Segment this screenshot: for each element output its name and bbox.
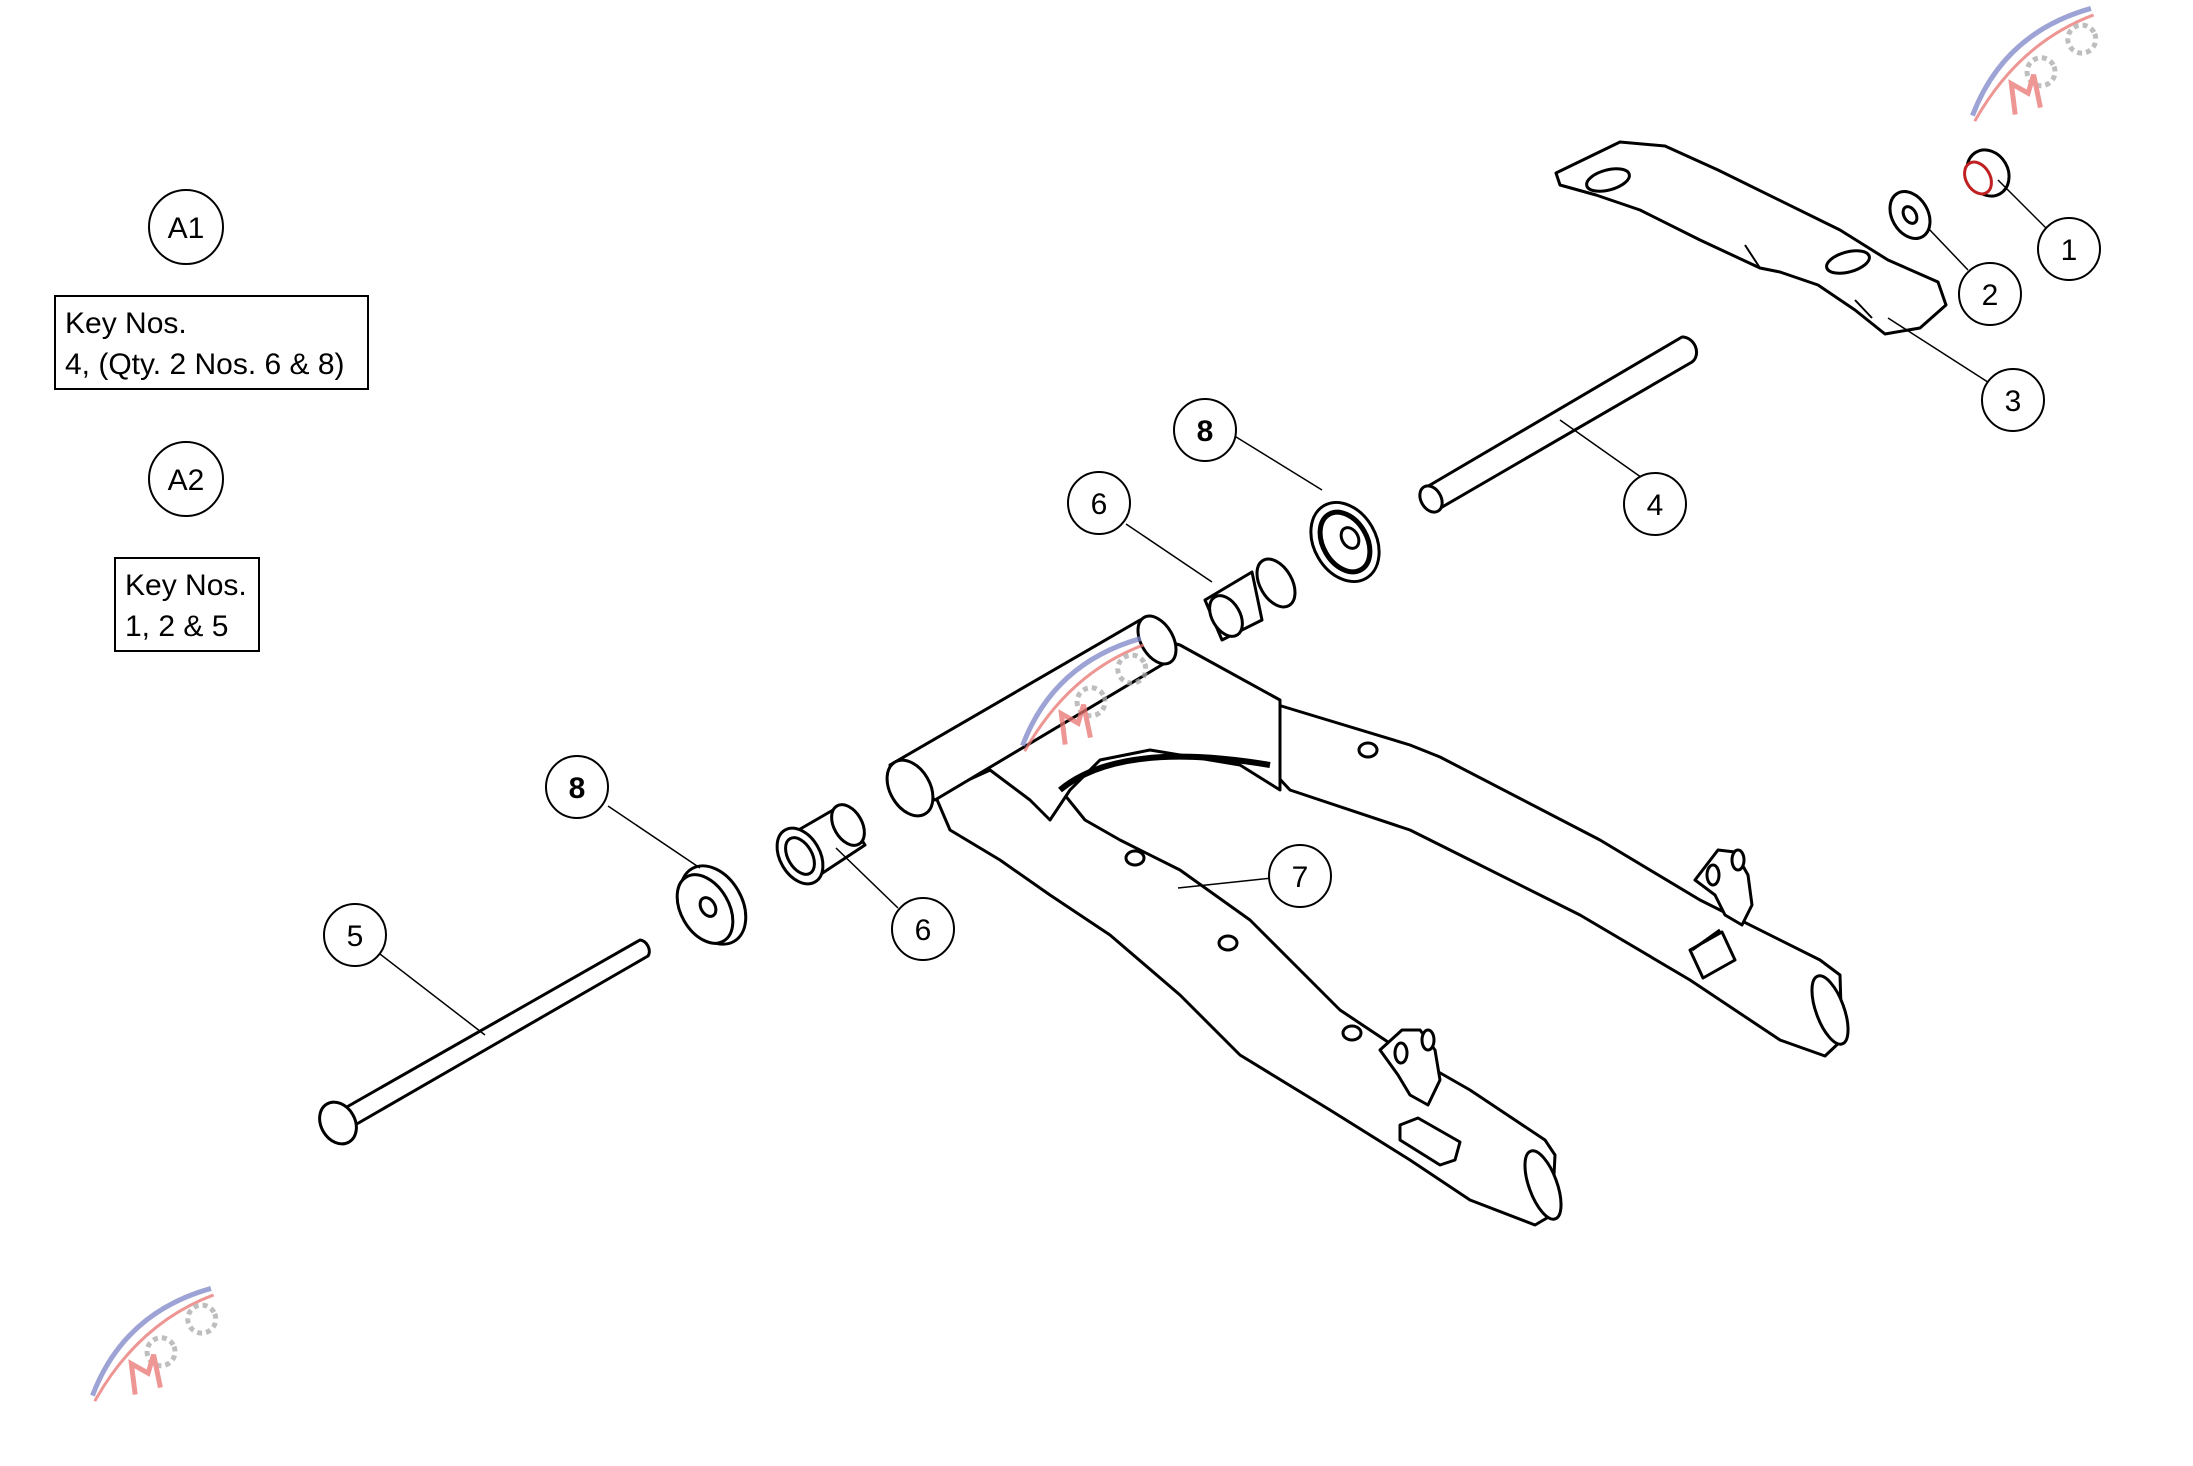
part-2-washer (1888, 190, 1932, 240)
callout-2-label: 2 (1982, 279, 1999, 312)
part-6-bush-upper (1203, 557, 1297, 642)
legend-a2-keybox: Key Nos. 1, 2 & 5 (114, 557, 260, 652)
legend-a2-marker: A2 (148, 441, 224, 517)
callout-6-lower: 6 (891, 897, 955, 961)
part-7-swinging-arm (885, 614, 1850, 1227)
part-8-seal-upper (1309, 500, 1381, 584)
callout-7-label: 7 (1292, 861, 1309, 894)
legend-a1-label: A1 (168, 212, 205, 245)
callout-1-label: 1 (2061, 234, 2078, 267)
leader-lines (379, 179, 2051, 1036)
callout-6-upper-label: 6 (1091, 488, 1108, 521)
part-5-spindle-bolt (318, 938, 651, 1146)
legend-a1-box-line2: 4, (Qty. 2 Nos. 6 & 8) (65, 348, 345, 381)
callout-5-label: 5 (347, 920, 364, 953)
callout-8-upper: 8 (1173, 398, 1237, 462)
callout-3-label: 3 (2005, 385, 2022, 418)
callout-2: 2 (1958, 262, 2022, 326)
part-1-bush (1963, 148, 2011, 198)
watermark-logo-top-right (1970, 6, 2099, 122)
callout-6-upper: 6 (1067, 471, 1131, 535)
callout-8-lower: 8 (545, 755, 609, 819)
part-6-bush-lower (775, 803, 867, 886)
legend-a2-box-line1: Key Nos. (125, 569, 247, 602)
callout-5: 5 (323, 903, 387, 967)
part-4-spindle (1418, 335, 1699, 514)
part-8-seal-lower (675, 864, 748, 946)
callout-6-lower-label: 6 (915, 914, 932, 947)
part-3-bracket (1554, 140, 1948, 336)
legend-a2-label: A2 (168, 464, 205, 497)
legend-a1-keybox: Key Nos. 4, (Qty. 2 Nos. 6 & 8) (54, 295, 369, 390)
watermark-logo-center (1020, 636, 1149, 752)
watermark-logo-bottom-left (90, 1286, 219, 1402)
callout-8-upper-label: 8 (1197, 415, 1214, 448)
callout-4-label: 4 (1647, 489, 1664, 522)
legend-a1-box-line1: Key Nos. (65, 307, 187, 340)
callout-4: 4 (1623, 472, 1687, 536)
callout-7: 7 (1268, 844, 1332, 908)
callout-1: 1 (2037, 217, 2101, 281)
callout-3: 3 (1981, 368, 2045, 432)
legend-a2-box-line2: 1, 2 & 5 (125, 610, 229, 643)
callout-8-lower-label: 8 (569, 772, 586, 805)
legend-a1-marker: A1 (148, 189, 224, 265)
